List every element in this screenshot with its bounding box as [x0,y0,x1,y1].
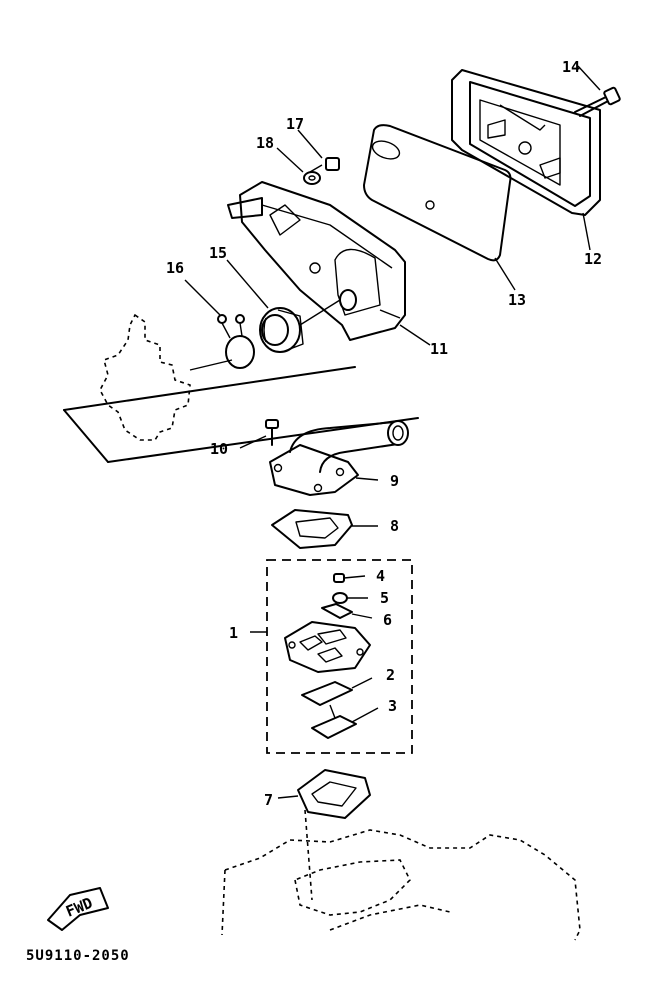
callout-1: 1 [229,624,238,642]
callout-14: 14 [562,58,580,76]
fwd-arrow-icon: FWD [47,887,109,931]
callout-5: 5 [380,589,389,607]
callout-11: 11 [430,340,448,358]
part-9-manifold [269,420,409,496]
diagram-code: 5U9110-2050 [26,948,130,964]
crankcase-reference-outline [221,829,581,941]
part-7-gasket [277,769,371,901]
callout-18: 18 [256,134,274,152]
carburetor-reference-outline [63,313,419,463]
part-8-gasket [271,509,378,549]
part-12-silencer-case [451,69,601,251]
callout-17: 17 [286,115,304,133]
part-15-joint [226,259,341,353]
callout-6: 6 [383,611,392,629]
callout-16: 16 [166,259,184,277]
callout-12: 12 [584,250,602,268]
callout-2: 2 [386,666,395,684]
part-11-silencer-body [227,181,431,346]
callout-10: 10 [210,440,228,458]
part-16-clamp [184,279,255,371]
part-1-reed-valve-assembly [250,559,413,754]
callout-3: 3 [388,697,397,715]
callout-7: 7 [264,791,273,809]
callout-15: 15 [209,244,227,262]
part-18-washer [276,147,321,185]
callout-4: 4 [376,567,385,585]
part-13-gasket [363,124,516,291]
callout-9: 9 [390,472,399,490]
part-14-bolt [574,65,621,117]
callout-8: 8 [390,517,399,535]
part-17-bolt [297,129,340,173]
callout-13: 13 [508,291,526,309]
part-10-bolt [239,419,279,449]
